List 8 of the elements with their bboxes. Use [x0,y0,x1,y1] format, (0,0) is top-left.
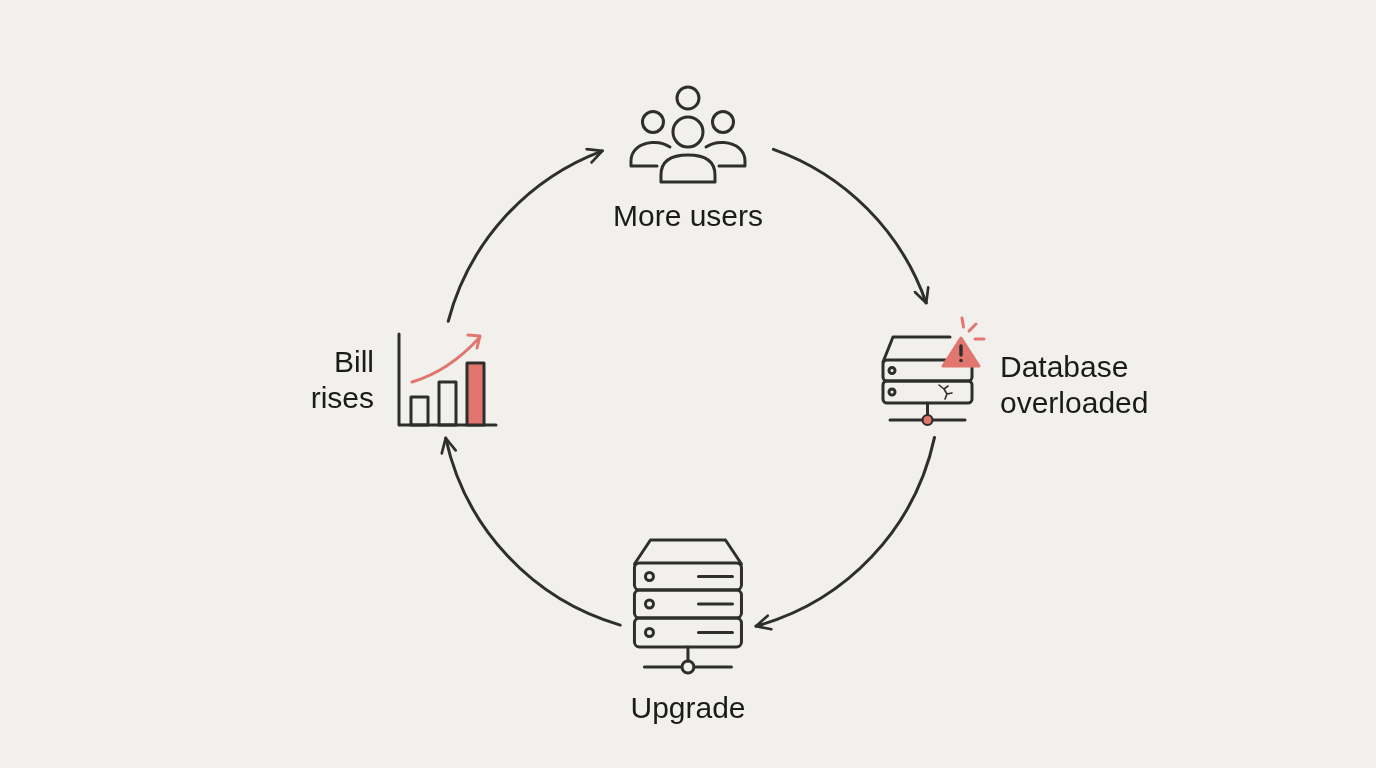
node-label: Database overloaded [1000,349,1149,421]
curved-arrow [446,148,604,323]
node-label: Upgrade [630,690,746,726]
node-label: Bill rises [310,344,374,416]
curved-arrow [754,435,936,630]
curved-arrow [441,436,622,627]
node-label: More users [613,198,763,234]
curved-arrow [771,147,929,305]
